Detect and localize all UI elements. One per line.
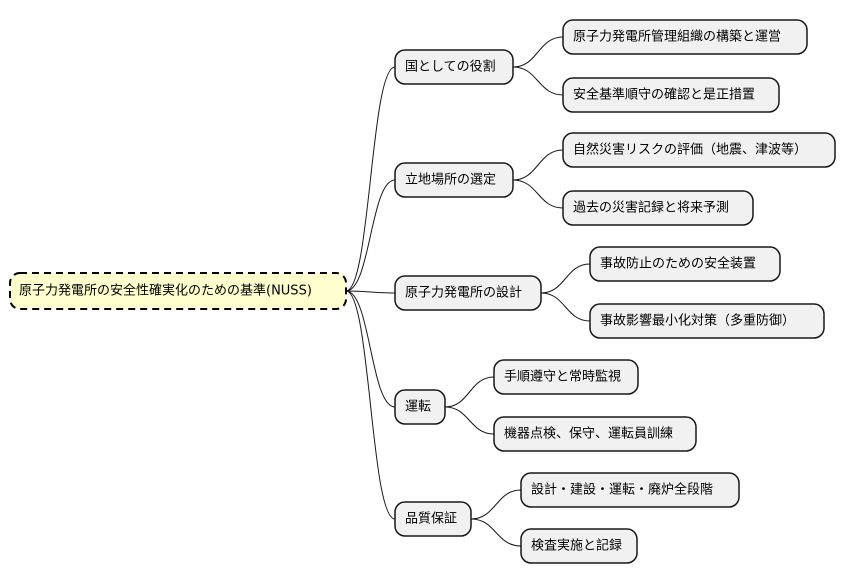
connector-leaf-maintenance-training — [444, 406, 495, 435]
leaf-label: 事故防止のための安全装置 — [600, 256, 756, 272]
leaf-procedure-monitoring: 手順遵守と常時監視 — [493, 359, 639, 395]
leaf-label: 過去の災害記録と将来予測 — [573, 200, 729, 216]
leaf-label: 自然災害リスクの評価（地震、津波等） — [573, 142, 807, 158]
branch-plant-design: 原子力発電所の設計 — [394, 275, 542, 311]
leaf-accident-prevention: 事故防止のための安全装置 — [589, 246, 781, 282]
root-label: 原子力発電所の安全性確実化のための基準(NUSS) — [19, 283, 312, 299]
leaf-safety-compliance: 安全基準順守の確認と是正措置 — [562, 77, 780, 113]
connector-leaf-natural-disaster-risk — [512, 149, 564, 181]
branch-label: 運転 — [405, 400, 431, 415]
leaf-label: 機器点検、保守、運転員訓練 — [504, 426, 673, 442]
connector-leaf-management-organization — [512, 36, 564, 68]
branch-national-role: 国としての役割 — [394, 49, 514, 85]
root-node: 原子力発電所の安全性確実化のための基準(NUSS) — [9, 272, 347, 310]
branch-label: 国としての役割 — [405, 59, 496, 75]
connector-leaf-lifecycle-stages — [470, 489, 522, 520]
branch-label: 原子力発電所の設計 — [405, 285, 522, 301]
connector-branch-quality-assurance — [345, 290, 396, 520]
connector-leaf-accident-mitigation — [540, 292, 591, 322]
connector-leaf-inspection-records — [470, 518, 522, 547]
edges — [345, 36, 591, 547]
leaf-label: 安全基準順守の確認と是正措置 — [573, 87, 755, 103]
leaf-label: 設計・建設・運転・廃炉全段階 — [531, 482, 713, 498]
leaf-lifecycle-stages: 設計・建設・運転・廃炉全段階 — [520, 472, 740, 508]
leaf-natural-disaster-risk: 自然災害リスクの評価（地震、津波等） — [562, 132, 836, 168]
branch-quality-assurance: 品質保証 — [394, 501, 472, 537]
leaf-inspection-records: 検査実施と記録 — [520, 528, 638, 564]
connector-leaf-accident-prevention — [540, 263, 591, 294]
leaf-label: 検査実施と記録 — [531, 538, 622, 554]
leaf-management-organization: 原子力発電所管理組織の構築と運営 — [562, 19, 808, 55]
leaf-label: 手順遵守と常時監視 — [504, 369, 621, 385]
leaf-disaster-records: 過去の災害記録と将来予測 — [562, 190, 754, 226]
connector-branch-national-role — [345, 66, 396, 292]
connector-leaf-procedure-monitoring — [444, 376, 495, 408]
branch-site-selection: 立地場所の選定 — [394, 162, 514, 198]
connector-branch-operation — [345, 290, 396, 408]
connector-branch-site-selection — [345, 179, 396, 292]
leaf-accident-mitigation: 事故影響最小化対策（多重防御） — [589, 303, 825, 339]
connector-leaf-safety-compliance — [512, 66, 564, 96]
branch-label: 立地場所の選定 — [405, 173, 496, 188]
leaf-label: 原子力発電所管理組織の構築と運営 — [573, 30, 781, 45]
connector-branch-plant-design — [345, 290, 396, 294]
leaf-maintenance-training: 機器点検、保守、運転員訓練 — [493, 416, 697, 452]
branch-label: 品質保証 — [405, 512, 457, 527]
connector-leaf-disaster-records — [512, 179, 564, 209]
leaf-label: 事故影響最小化対策（多重防御） — [600, 313, 795, 329]
branch-operation: 運転 — [394, 389, 446, 425]
